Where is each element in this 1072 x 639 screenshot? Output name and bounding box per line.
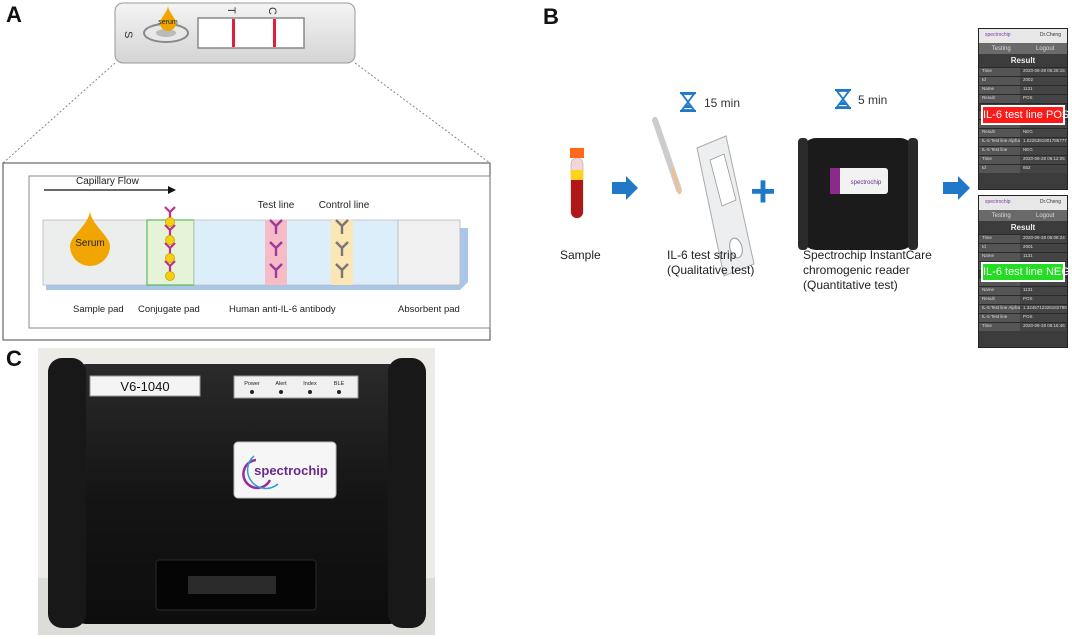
phone-logo: spectrochip [985,32,1011,38]
cassette-test-line [232,19,235,47]
panel-b-workflow: 15 min + 5 min spectrochip [570,89,970,277]
flow-arrow-2 [943,176,970,200]
phone-tab-logout[interactable]: Logout [1035,45,1055,52]
indicator-power: Power [244,381,260,387]
reader-label-1: Spectrochip InstantCare [803,248,932,262]
flow-arrow-1 [612,176,638,200]
membrane [193,219,399,286]
il6-test-strip-icon [652,117,755,277]
device-photo: V6-1040 Power Alert Index BLE spectrochi… [38,348,435,635]
neg-result-banner: IL-6 test line NEG [981,262,1070,282]
gold-nanoparticles [165,217,175,281]
reader-time: 5 min [858,93,887,107]
control-line-label: Control line [319,200,370,211]
conjugate-pad-label: Conjugate pad [138,304,200,315]
device-label-text: V6-1040 [120,379,169,394]
indicator-index: Index [303,381,317,387]
strip-label-2: (Qualitative test) [667,263,755,277]
panel-a-diagram: S T C serum Capillary Flow Serum Tes [2,2,491,341]
device-logo-text: spectrochip [254,463,328,478]
cassette-letter-t: T [225,7,237,14]
serum-drop-label: Serum [75,238,104,249]
serum-drop-small [160,5,176,31]
capillary-flow-label: Capillary Flow [76,176,140,187]
hourglass-icon-5min [835,89,851,109]
panel-label-b: B [543,4,559,29]
panel-label-a: A [6,2,22,27]
sample-tube-icon [570,148,584,219]
device-label-plate [89,375,201,397]
indicator-ble: BLE [334,381,345,387]
pos-result-banner: IL-6 test line POS [981,105,1069,125]
serum-drop [70,210,110,266]
sample-label: Sample [560,248,601,262]
phone-logo: spectrochip [985,199,1011,205]
plus-sign: + [750,167,776,216]
phone-user: Dr.Cheng [1039,32,1061,38]
phone-tab-testing[interactable]: Testing [991,212,1011,219]
phone-screen-pos: spectrochip Dr.Cheng Testing Logout Result… [978,28,1069,190]
phone-result-heading: Result [1010,223,1036,232]
device-photo-drawing: V6-1040 Power Alert Index BLE spectrochi… [38,348,435,635]
test-line-antibodies [269,219,283,278]
cassette-drop-label: serum [158,19,178,26]
control-line-antibodies [335,219,349,278]
cassette-letter-c: C [266,7,278,15]
phone-user: Dr.Cheng [1039,199,1061,205]
antibody-label: Human anti-IL-6 antibody [229,304,336,315]
logo-plate [233,441,337,499]
test-line-label: Test line [258,200,295,211]
panel-label-c: C [6,346,22,371]
cassette-letter-s: S [122,31,134,38]
phone-tab-testing[interactable]: Testing [991,45,1011,52]
indicator-panel [233,375,359,399]
reader-label-2: chromogenic reader [803,263,910,277]
sample-pad-label: Sample pad [73,304,124,315]
cassette-control-line [273,19,276,47]
result-window [197,17,305,49]
hourglass-icon-15min [680,92,696,112]
reader-device-icon: spectrochip [798,138,918,250]
phone-result-heading: Result [1010,56,1036,65]
phone-tab-logout[interactable]: Logout [1035,212,1055,219]
strip-time: 15 min [704,96,740,110]
conjugate-antibodies [164,206,176,272]
absorbent-pad [397,219,461,286]
absorbent-pad-label: Absorbent pad [398,304,460,315]
indicator-alert: Alert [275,381,287,387]
reader-logo-text: spectrochip [851,180,882,186]
phone-screen-neg: spectrochip Dr.Cheng Testing Logout Result… [978,195,1070,348]
strip-label-1: IL-6 test strip [667,248,737,262]
reader-label-3: (Quantitative test) [803,278,898,292]
